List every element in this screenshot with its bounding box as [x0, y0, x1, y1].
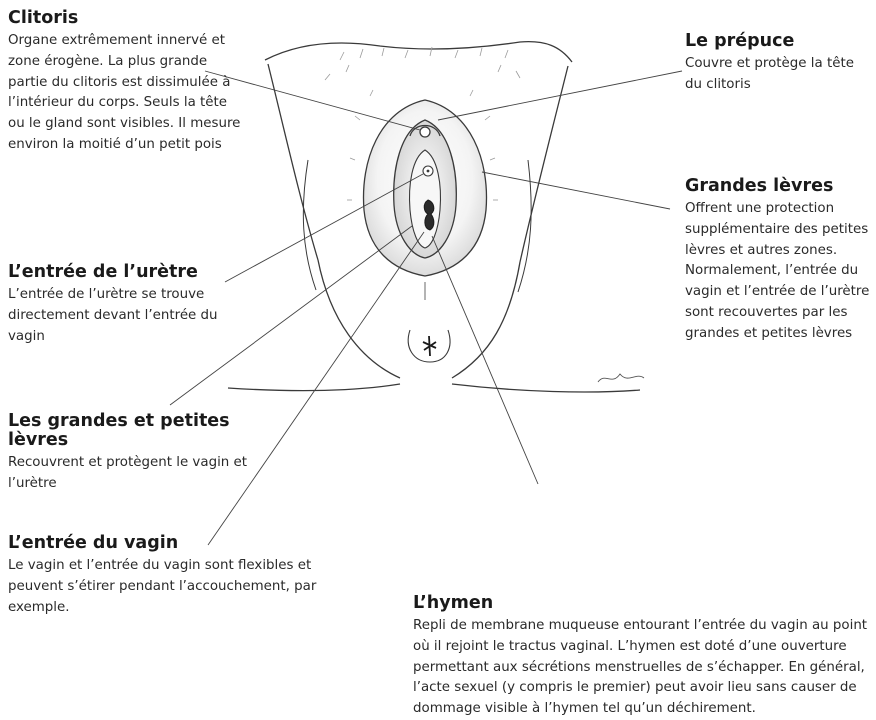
- label-hymen: L’hymen Repli de membrane muqueuse entou…: [413, 593, 873, 720]
- label-vagina-title: L’entrée du vagin: [8, 533, 318, 553]
- leader-prepuce: [438, 71, 682, 120]
- label-prepuce: Le prépuce Couvre et protège la tête du …: [685, 31, 870, 96]
- label-hymen-text: Repli de membrane muqueuse entourant l’e…: [413, 616, 873, 720]
- label-prepuce-text: Couvre et protège la tête du clitoris: [685, 54, 870, 96]
- label-prepuce-title: Le prépuce: [685, 31, 870, 51]
- label-urethra-title: L’entrée de l’urètre: [8, 262, 258, 282]
- label-clitoris-text: Organe extrêmement innervé et zone érogè…: [8, 31, 243, 156]
- label-vagina-text: Le vagin et l’entrée du vagin sont flexi…: [8, 556, 318, 618]
- label-urethra-text: L’entrée de l’urètre se trouve directeme…: [8, 285, 258, 347]
- label-urethra: L’entrée de l’urètre L’entrée de l’urètr…: [8, 262, 258, 347]
- vestibule-shape: [410, 150, 441, 248]
- anus-shape: [423, 336, 436, 356]
- label-clitoris-title: Clitoris: [8, 8, 243, 28]
- label-hymen-title: L’hymen: [413, 593, 873, 613]
- label-labia-text: Recouvrent et protègent le vagin et l’ur…: [8, 453, 258, 495]
- leader-hymen: [432, 236, 538, 484]
- label-vagina: L’entrée du vagin Le vagin et l’entrée d…: [8, 533, 318, 618]
- label-labia-title: Les grandes et petites lèvres: [8, 412, 258, 450]
- artist-signature: [598, 374, 644, 382]
- label-labia-majora-title: Grandes lèvres: [685, 176, 870, 196]
- urethral-opening-center: [427, 170, 430, 173]
- label-labia-majora-text: Offrent une protection supplémentaire de…: [685, 199, 870, 345]
- label-labia: Les grandes et petites lèvres Recouvrent…: [8, 412, 258, 495]
- label-labia-majora: Grandes lèvres Offrent une protection su…: [685, 176, 870, 345]
- label-clitoris: Clitoris Organe extrêmement innervé et z…: [8, 8, 243, 156]
- leader-labia-majora: [482, 172, 670, 209]
- clitoris-glans: [420, 127, 430, 137]
